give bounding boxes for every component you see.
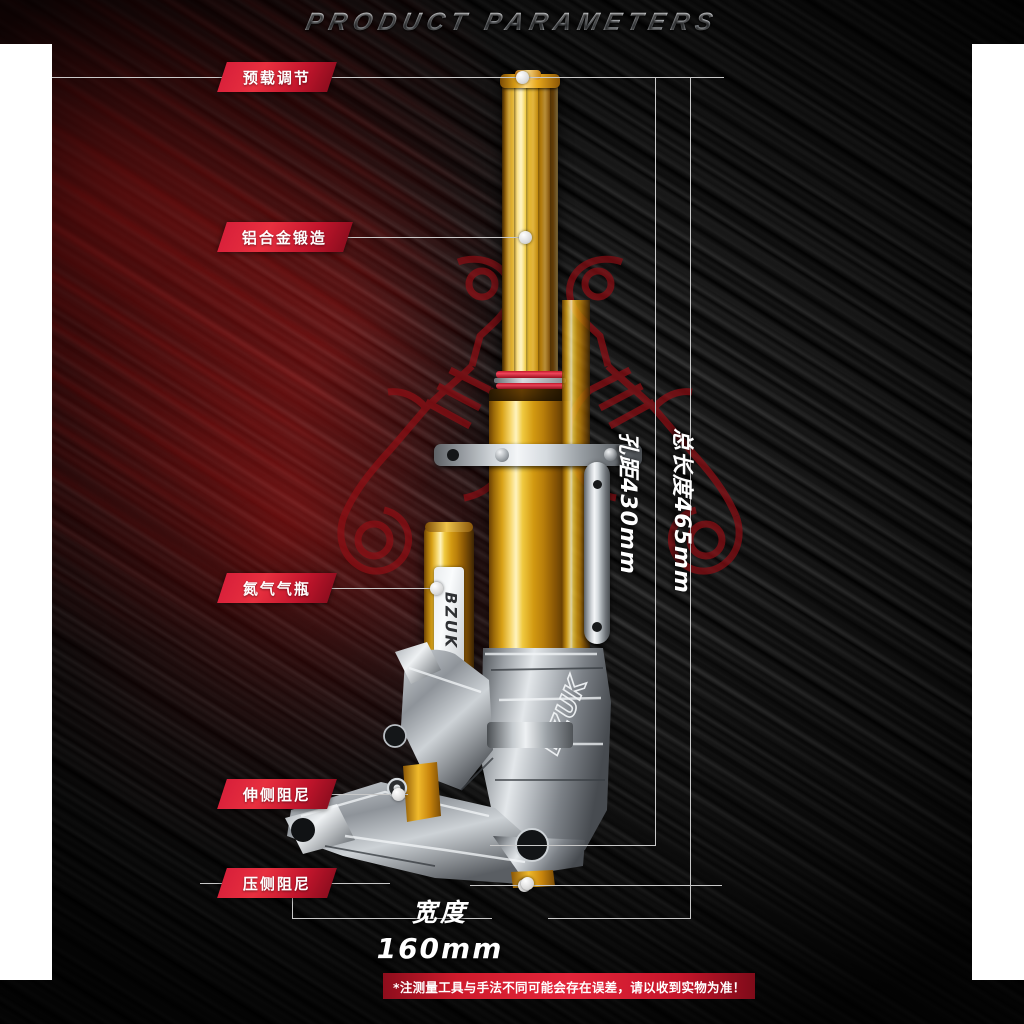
leader-line-preload (330, 77, 520, 78)
marker-dot-compression-damping (521, 877, 534, 890)
callout-tag-preload[interactable]: 预载调节 (217, 62, 337, 92)
width-extension-left (292, 883, 293, 919)
callout-label-preload: 预载调节 (242, 68, 311, 87)
caliper-arm-hole-bottom (592, 622, 602, 632)
dimension-line-total-length (690, 77, 691, 885)
marker-dot-rebound-damping (392, 788, 405, 801)
callout-tag-compression-damping[interactable]: 压侧阻尼 (217, 868, 337, 898)
caliper-arm-hole-top (593, 480, 602, 489)
upper-fork-tube (502, 82, 558, 374)
lower-fork-leg-casting: BZUK (285, 642, 611, 888)
outer-fork-tube-collar (489, 389, 571, 403)
bracket-bolt-left (495, 448, 509, 462)
dimension-line-hole-spacing (655, 77, 656, 845)
callout-label-nitrogen-cylinder: 氮气气瓶 (242, 579, 311, 598)
callout-label-compression-damping: 压侧阻尼 (242, 874, 311, 893)
disclaimer-text: *注测量工具与手法不同可能会存在误差，请以收到实物为准！ (393, 979, 746, 995)
disclaimer-banner: *注测量工具与手法不同可能会存在误差，请以收到实物为准！ (383, 973, 756, 999)
brake-caliper-mount-arm (584, 462, 610, 644)
nitrogen-cylinder-cap (425, 522, 473, 532)
dimension-line-width-right (548, 918, 690, 919)
dust-seal-ring-lower (496, 383, 564, 389)
dimension-line-width (292, 918, 492, 919)
bracket-bolt-right (604, 448, 617, 461)
width-value-text: 160mm (376, 932, 504, 965)
guide-line-hole-spacing-bottom (490, 845, 656, 846)
callout-tag-nitrogen-cylinder[interactable]: 氮气气瓶 (217, 573, 337, 603)
caliper-mount-hole (384, 725, 406, 747)
marker-dot-forged-aluminum (519, 231, 532, 244)
leader-line-forged-aluminum (340, 237, 526, 238)
leader-line-rebound-damping (330, 794, 408, 795)
axle-clamp-bracket (434, 444, 642, 466)
page-margin-right (972, 44, 1024, 980)
page-margin-left (0, 44, 52, 980)
rebound-damping-adjuster (403, 762, 441, 822)
callout-tag-rebound-damping[interactable]: 伸侧阻尼 (217, 779, 337, 809)
seal-ring-silver (494, 378, 566, 383)
marker-dot-nitrogen-cylinder (430, 582, 443, 595)
callout-tag-forged-aluminum[interactable]: 铝合金锻造 (217, 222, 353, 252)
dust-seal-ring-upper (496, 371, 564, 378)
bracket-hole-left (447, 449, 459, 461)
page-title: PRODUCT PARAMETERS (0, 8, 1024, 37)
leader-line-nitrogen-cylinder (330, 588, 442, 589)
callout-label-forged-aluminum: 铝合金锻造 (242, 228, 328, 247)
callout-label-rebound-damping: 伸侧阻尼 (242, 785, 311, 804)
dimension-label-total-length: 总长度465mm (669, 428, 694, 594)
width-label-text: 宽度 (411, 898, 468, 927)
marker-dot-fork-top (516, 71, 529, 84)
tube-to-casting-joint (487, 722, 573, 748)
leader-line-compression-damping (330, 883, 390, 884)
width-extension-right (690, 885, 691, 919)
dimension-label-hole-spacing: 孔距430mm (615, 432, 640, 575)
guide-line-total-length-bottom (470, 885, 722, 886)
dimension-label-width-group: 宽度 160mm (330, 893, 550, 965)
